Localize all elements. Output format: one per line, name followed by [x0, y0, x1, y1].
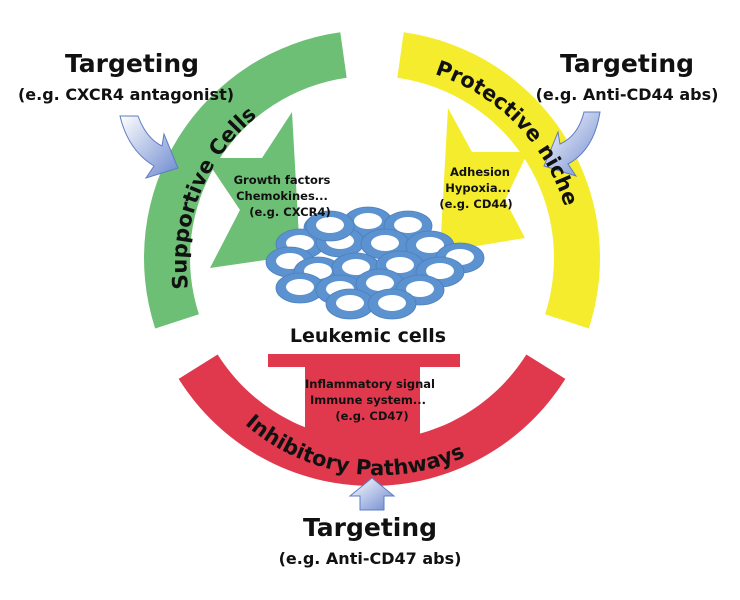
targeting-bottom-title: Targeting [303, 513, 437, 542]
targeting-bottom-example: (e.g. Anti-CD47 abs) [279, 549, 462, 568]
protective-line-3: (e.g. CD44) [439, 197, 512, 211]
protective-line-1: Adhesion [450, 165, 510, 179]
leukemic-cells-cluster [265, 206, 485, 320]
supportive-line-1: Growth factors [234, 173, 331, 187]
leukemic-cell-nucleus [378, 295, 406, 311]
leukemic-cells-label: Leukemic cells [290, 325, 446, 347]
targeting-arrow-left-icon [119, 115, 179, 179]
leukemic-cell-nucleus [406, 281, 434, 297]
leukemic-cell-nucleus [371, 235, 399, 251]
leukemic-cell-nucleus [426, 263, 454, 279]
inhibitory-line-3: (e.g. CD47) [335, 409, 408, 423]
inhibitory-pathways-arc [178, 354, 566, 487]
leukemic-cell-nucleus [366, 275, 394, 291]
leukemic-cell-nucleus [336, 295, 364, 311]
targeting-right-title: Targeting [560, 49, 694, 78]
inhibitory-line-2: Immune system... [310, 393, 426, 407]
leukemic-cell-nucleus [354, 213, 382, 229]
leukemic-cell-nucleus [342, 259, 370, 275]
supportive-line-2: Chemokines... [236, 189, 328, 203]
leukemic-cell-nucleus [394, 217, 422, 233]
targeting-arrow-right-icon [543, 111, 601, 177]
leukemic-cell-nucleus [316, 217, 344, 233]
supportive-line-3: (e.g. CXCR4) [249, 205, 330, 219]
protective-niche-arc [397, 32, 600, 329]
targeting-right-example: (e.g. Anti-CD44 abs) [536, 85, 719, 104]
inhibitory-line-1: Inflammatory signal [305, 377, 435, 391]
leukemic-cell-nucleus [286, 279, 314, 295]
targeting-left-example: (e.g. CXCR4 antagonist) [18, 85, 234, 104]
leukemic-cell-nucleus [386, 257, 414, 273]
protective-line-2: Hypoxia... [445, 181, 510, 195]
targeting-left-title: Targeting [65, 49, 199, 78]
leukemic-cell-nucleus [416, 237, 444, 253]
supportive-cells-arc [143, 32, 347, 329]
targeting-arrow-bottom-icon [348, 477, 396, 511]
